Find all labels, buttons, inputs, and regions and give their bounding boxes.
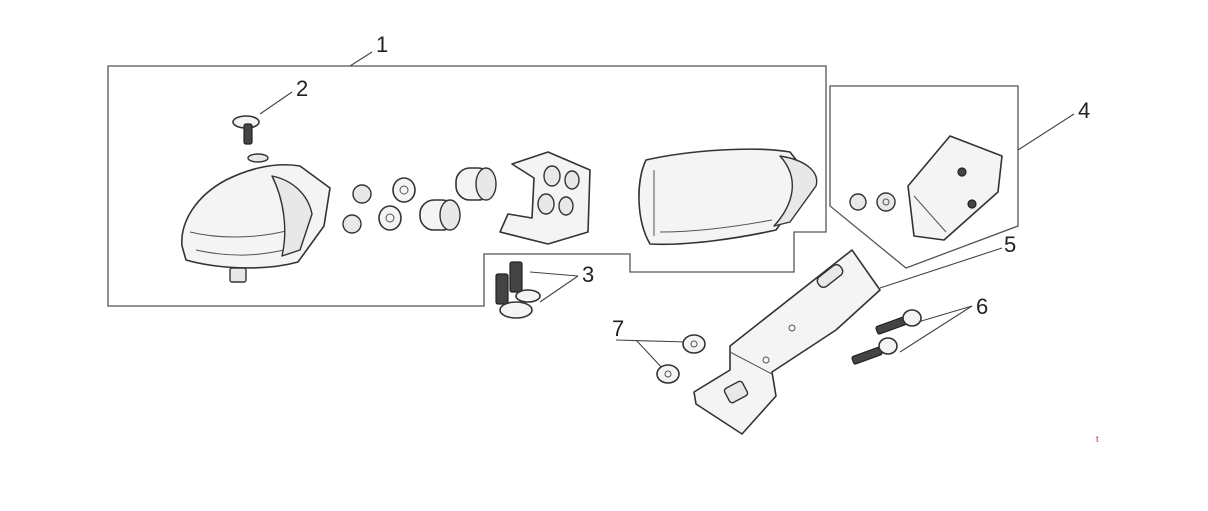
leader-5: [879, 247, 1003, 289]
leader-6a: [917, 305, 973, 323]
nuts-part-7: [656, 334, 706, 384]
callout-6: 6: [976, 294, 988, 319]
bolts-part-3: [495, 261, 541, 319]
callout-2: 2: [296, 76, 308, 101]
leader-6b: [899, 305, 973, 353]
plate-part-4: [849, 135, 1003, 241]
callout-3: 3: [582, 262, 594, 287]
assembly-4-outline: [829, 85, 1019, 269]
lens-cover: [638, 148, 818, 246]
screw-part-2: [232, 115, 269, 163]
screws-part-6: [851, 309, 922, 365]
callout-4: 4: [1078, 98, 1090, 123]
assembly-1-outline: [107, 65, 827, 307]
leader-3b: [539, 275, 579, 303]
callout-7: 7: [612, 316, 624, 341]
callout-5: 5: [1004, 232, 1016, 257]
leader-3a: [529, 271, 579, 277]
leader-4: [1017, 113, 1075, 151]
corner-mark: t: [1096, 434, 1099, 444]
callout-1: 1: [376, 32, 388, 57]
mount-bracket-part-5: [693, 249, 881, 435]
leader-2: [259, 91, 293, 115]
leader-7b: [635, 339, 665, 371]
lamp-bracket: [499, 151, 591, 245]
leader-1: [349, 51, 373, 67]
bushings-row: [342, 167, 497, 234]
leader-7a: [615, 339, 689, 343]
leader-lines: [259, 51, 1075, 371]
lamp-housing: [181, 163, 331, 283]
